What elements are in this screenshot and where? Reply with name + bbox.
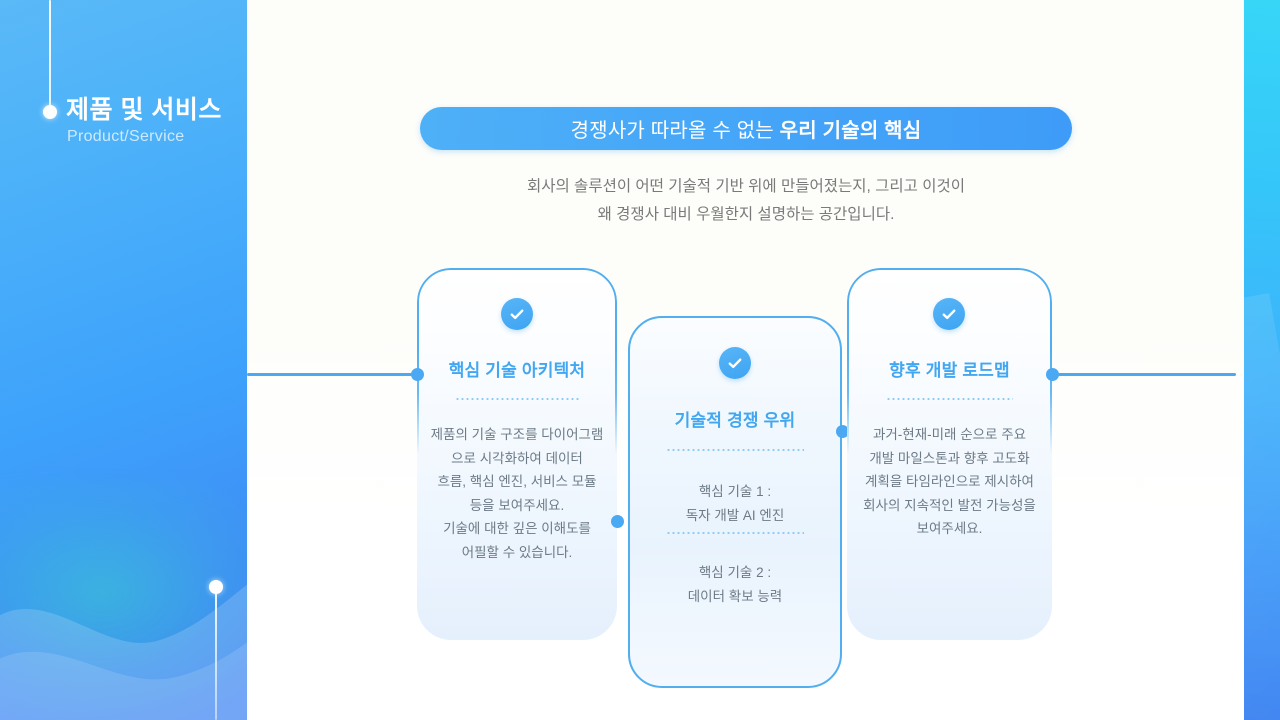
sidebar-wave-decoration	[0, 584, 247, 720]
card-divider-top	[666, 449, 804, 451]
sidebar-title: 제품 및 서비스	[66, 96, 222, 124]
sidebar-bottom-dot	[209, 580, 223, 594]
header-banner-bold: 우리 기술의 핵심	[779, 120, 922, 142]
card-divider-bottom	[666, 532, 804, 534]
check-circle-icon	[933, 298, 965, 330]
card-node-right	[610, 515, 624, 528]
feature-card-architecture[interactable]: 핵심 기술 아키텍처 제품의 기술 구조를 다이어그램 으로 시각화하여 데이터…	[410, 268, 624, 640]
connector-line-right	[1058, 373, 1236, 376]
card-body-item-2: 핵심 기술 2 : 데이터 확보 능력	[687, 565, 783, 604]
card-body: 과거-현재-미래 순으로 주요 개발 마일스톤과 향후 고도화 계획을 타임라인…	[863, 427, 1036, 536]
header-banner-text: 경쟁사가 따라올 수 없는 우리 기술의 핵심	[571, 114, 922, 143]
sidebar-top-line	[49, 0, 51, 106]
sidebar-teal-glow	[0, 480, 247, 720]
card-body-item-1: 핵심 기술 1 : 독자 개발 AI 엔진	[685, 484, 785, 523]
card-background	[847, 268, 1052, 640]
card-body: 제품의 기술 구조를 다이어그램 으로 시각화하여 데이터 흐름, 핵심 엔진,…	[430, 427, 604, 560]
card-node-right	[835, 425, 849, 438]
header-banner: 경쟁사가 따라올 수 없는 우리 기술의 핵심	[420, 107, 1072, 150]
sidebar-subtitle: Product/Service	[67, 128, 185, 145]
right-edge-strip	[1244, 0, 1280, 720]
card-node-left	[410, 368, 424, 381]
sidebar-top-dot	[43, 105, 57, 119]
card-divider	[886, 398, 1013, 400]
header-subtitle-line-2: 왜 경쟁사 대비 우월한지 설명하는 공간입니다.	[597, 206, 895, 223]
connector-line-left	[247, 373, 418, 376]
header-subtitle: 회사의 솔루션이 어떤 기술적 기반 위에 만들어졌는지, 그리고 이것이 왜 …	[420, 173, 1072, 229]
right-strip-sheen	[1244, 293, 1280, 720]
sidebar: 제품 및 서비스 Product/Service	[0, 0, 247, 720]
feature-card-roadmap[interactable]: 향후 개발 로드맵 과거-현재-미래 순으로 주요 개발 마일스톤과 향후 고도…	[847, 268, 1059, 640]
card-title: 기술적 경쟁 우위	[674, 411, 796, 430]
header-banner-light: 경쟁사가 따라올 수 없는	[570, 120, 780, 142]
card-title: 향후 개발 로드맵	[889, 361, 1010, 380]
check-circle-icon	[719, 347, 751, 379]
card-title: 핵심 기술 아키텍처	[448, 361, 586, 380]
header-subtitle-line-1: 회사의 솔루션이 어떤 기술적 기반 위에 만들어졌는지, 그리고 이것이	[526, 178, 966, 195]
card-node-right	[1045, 368, 1059, 381]
check-circle-icon	[501, 298, 533, 330]
sidebar-bottom-line	[215, 592, 217, 720]
card-background	[417, 268, 617, 640]
feature-card-advantage[interactable]: 기술적 경쟁 우위 핵심 기술 1 : 독자 개발 AI 엔진 핵심 기술 2 …	[628, 316, 849, 688]
card-divider	[455, 398, 579, 400]
